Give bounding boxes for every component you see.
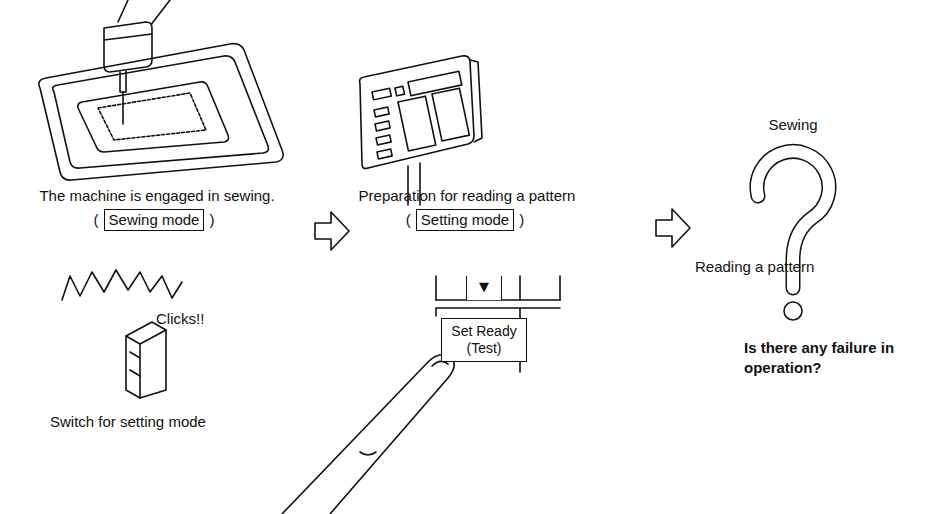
parenthesis: ( xyxy=(94,211,99,229)
caption-text: Reading a pattern xyxy=(695,258,814,276)
node-text: ▼ xyxy=(467,276,501,298)
caption-text: Sewing xyxy=(768,116,817,134)
rocker-switch xyxy=(126,322,166,398)
finger xyxy=(282,355,454,514)
sound-text: Clicks!! xyxy=(156,310,204,328)
parenthesis: ( xyxy=(406,211,411,229)
caption-text: Preparation for reading a pattern xyxy=(359,187,576,205)
mode-box: Sewing mode xyxy=(104,209,205,231)
parenthesis: ) xyxy=(209,211,214,229)
question-text: Is there any failure in operation? xyxy=(744,338,944,378)
question-mark xyxy=(757,151,829,320)
embroidery-frame xyxy=(39,44,283,181)
keypad-grid xyxy=(436,276,560,372)
parenthesis: ) xyxy=(519,211,524,229)
mode-box: Setting mode xyxy=(416,209,514,231)
node-text: Set Ready (Test) xyxy=(447,323,521,357)
caption-text: Switch for setting mode xyxy=(50,413,206,431)
node-text: Sewing mode xyxy=(109,211,200,229)
flow-arrow xyxy=(656,209,690,247)
node-text: Setting mode xyxy=(421,211,509,229)
click-burst xyxy=(62,270,182,300)
operation-panel xyxy=(360,56,483,205)
caption-text: The machine is engaged in sewing. xyxy=(39,187,274,205)
flow-arrow xyxy=(315,212,349,250)
arrow-key: ▼ xyxy=(466,276,502,300)
set-ready-key: Set Ready (Test) xyxy=(441,318,527,362)
